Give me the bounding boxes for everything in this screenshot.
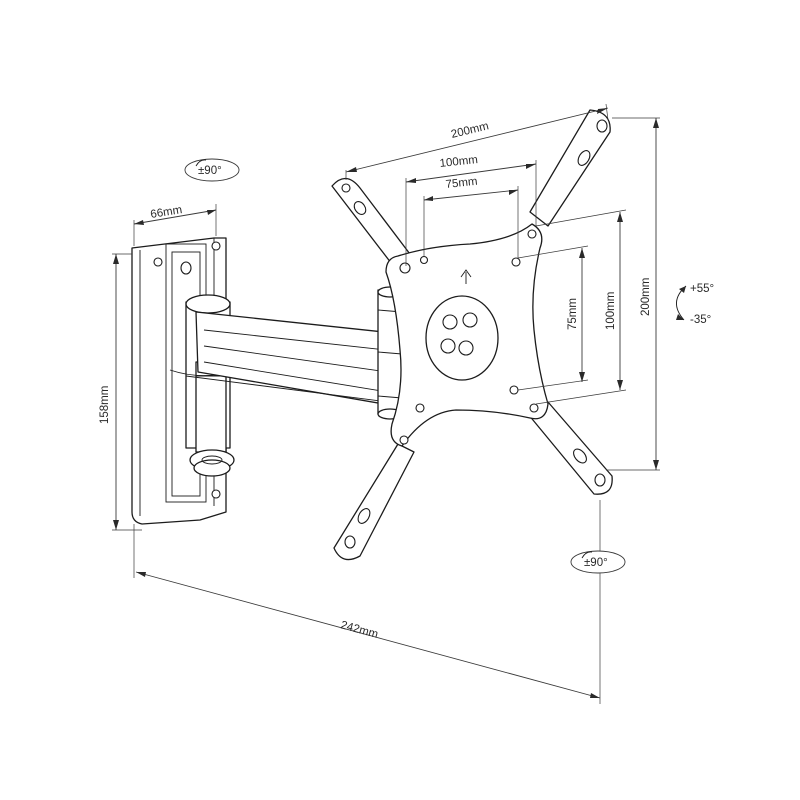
dim-label-242: 242mm <box>339 619 379 641</box>
dim-label-158: 158mm <box>99 386 111 424</box>
up-arrow-icon <box>460 269 472 284</box>
vesa-plate <box>331 109 613 561</box>
dim-100-horizontal: 100mm <box>405 154 537 266</box>
dim-label-75-v: 75mm <box>567 298 579 330</box>
dim-label-100-h: 100mm <box>439 154 478 170</box>
tilt-up-label: +55° <box>690 283 714 295</box>
dim-75-horizontal: 75mm <box>423 176 519 258</box>
dim-label-200-v: 200mm <box>640 278 652 316</box>
dim-label-100-v: 100mm <box>605 292 617 330</box>
swivel-label-bottom: ±90° <box>584 557 608 569</box>
dim-label-75-h: 75mm <box>445 176 478 191</box>
swivel-label-top: ±90° <box>198 165 222 177</box>
swivel-badge-bottom: ±90° <box>570 550 626 574</box>
dim-66-wall-width: 66mm <box>133 204 217 246</box>
tilt-indicator: +55° -35° <box>676 283 714 326</box>
dim-158-wall-height: 158mm <box>99 253 142 531</box>
swivel-badge-top: ±90° <box>184 158 240 182</box>
rotation-arrow-icon <box>581 551 593 559</box>
dim-label-66: 66mm <box>150 204 183 221</box>
dim-label-200-h: 200mm <box>450 120 490 141</box>
dim-200-vertical: 200mm <box>606 117 660 471</box>
dim-75-vertical: 75mm <box>517 245 589 391</box>
rotation-arrow-icon <box>195 159 207 167</box>
dim-100-vertical: 100mm <box>535 209 627 405</box>
tilt-down-label: -35° <box>690 314 711 326</box>
